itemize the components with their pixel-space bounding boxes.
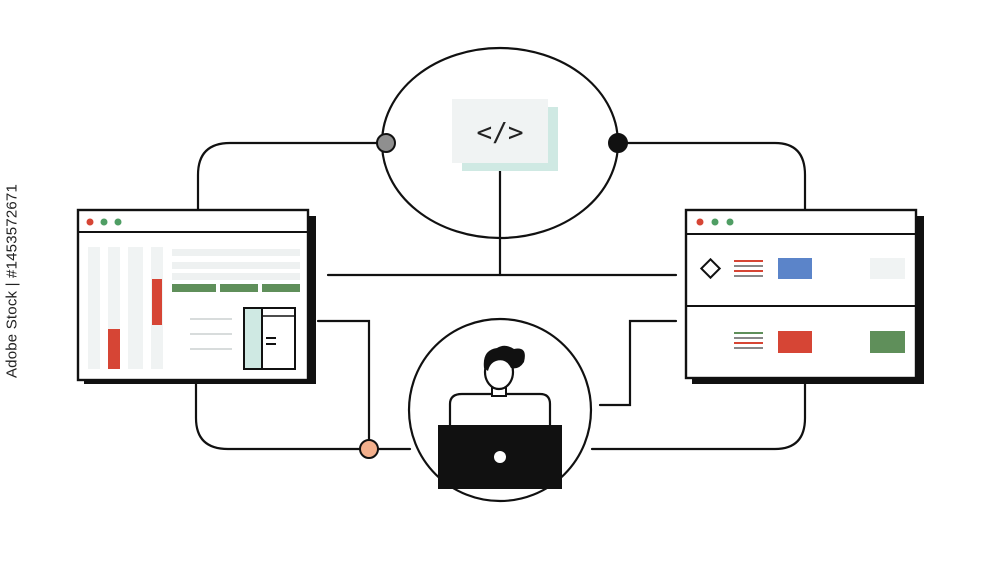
spreadsheet-rows <box>172 249 300 280</box>
vertical-watermark-text: Adobe Stock | #1453572671 <box>3 183 21 379</box>
window-dots-icon <box>696 218 734 226</box>
connector-left-top <box>196 141 388 212</box>
connector-bottom-left <box>194 382 412 451</box>
person-circle <box>407 317 593 503</box>
right-window <box>684 208 924 384</box>
red-bar-tall <box>108 329 120 369</box>
code-circle: </> <box>380 46 620 240</box>
blue-block <box>778 258 812 279</box>
green-row <box>172 284 300 292</box>
left-window <box>76 208 316 384</box>
red-block <box>778 331 812 353</box>
laptop-icon <box>438 425 562 489</box>
node-orange <box>359 439 379 459</box>
text-lines <box>190 318 232 350</box>
red-bar-short <box>152 279 162 325</box>
connection-lines <box>194 141 807 451</box>
connector-right-top <box>616 141 807 212</box>
code-icon: </> <box>477 118 524 148</box>
connector-bottom-right <box>590 378 807 451</box>
connector-step-right <box>598 319 678 407</box>
pale-block <box>870 258 905 279</box>
diamond-icon <box>699 257 722 280</box>
green-block <box>870 331 905 353</box>
list-lines-bottom <box>734 332 763 349</box>
document-panel <box>243 307 296 370</box>
node-grey <box>376 133 396 153</box>
code-card <box>452 99 548 163</box>
person-icon <box>448 345 552 425</box>
list-lines-top <box>734 260 763 277</box>
window-dots-icon <box>86 218 122 226</box>
connector-left-window-to-node <box>316 319 371 451</box>
node-black <box>608 133 628 153</box>
